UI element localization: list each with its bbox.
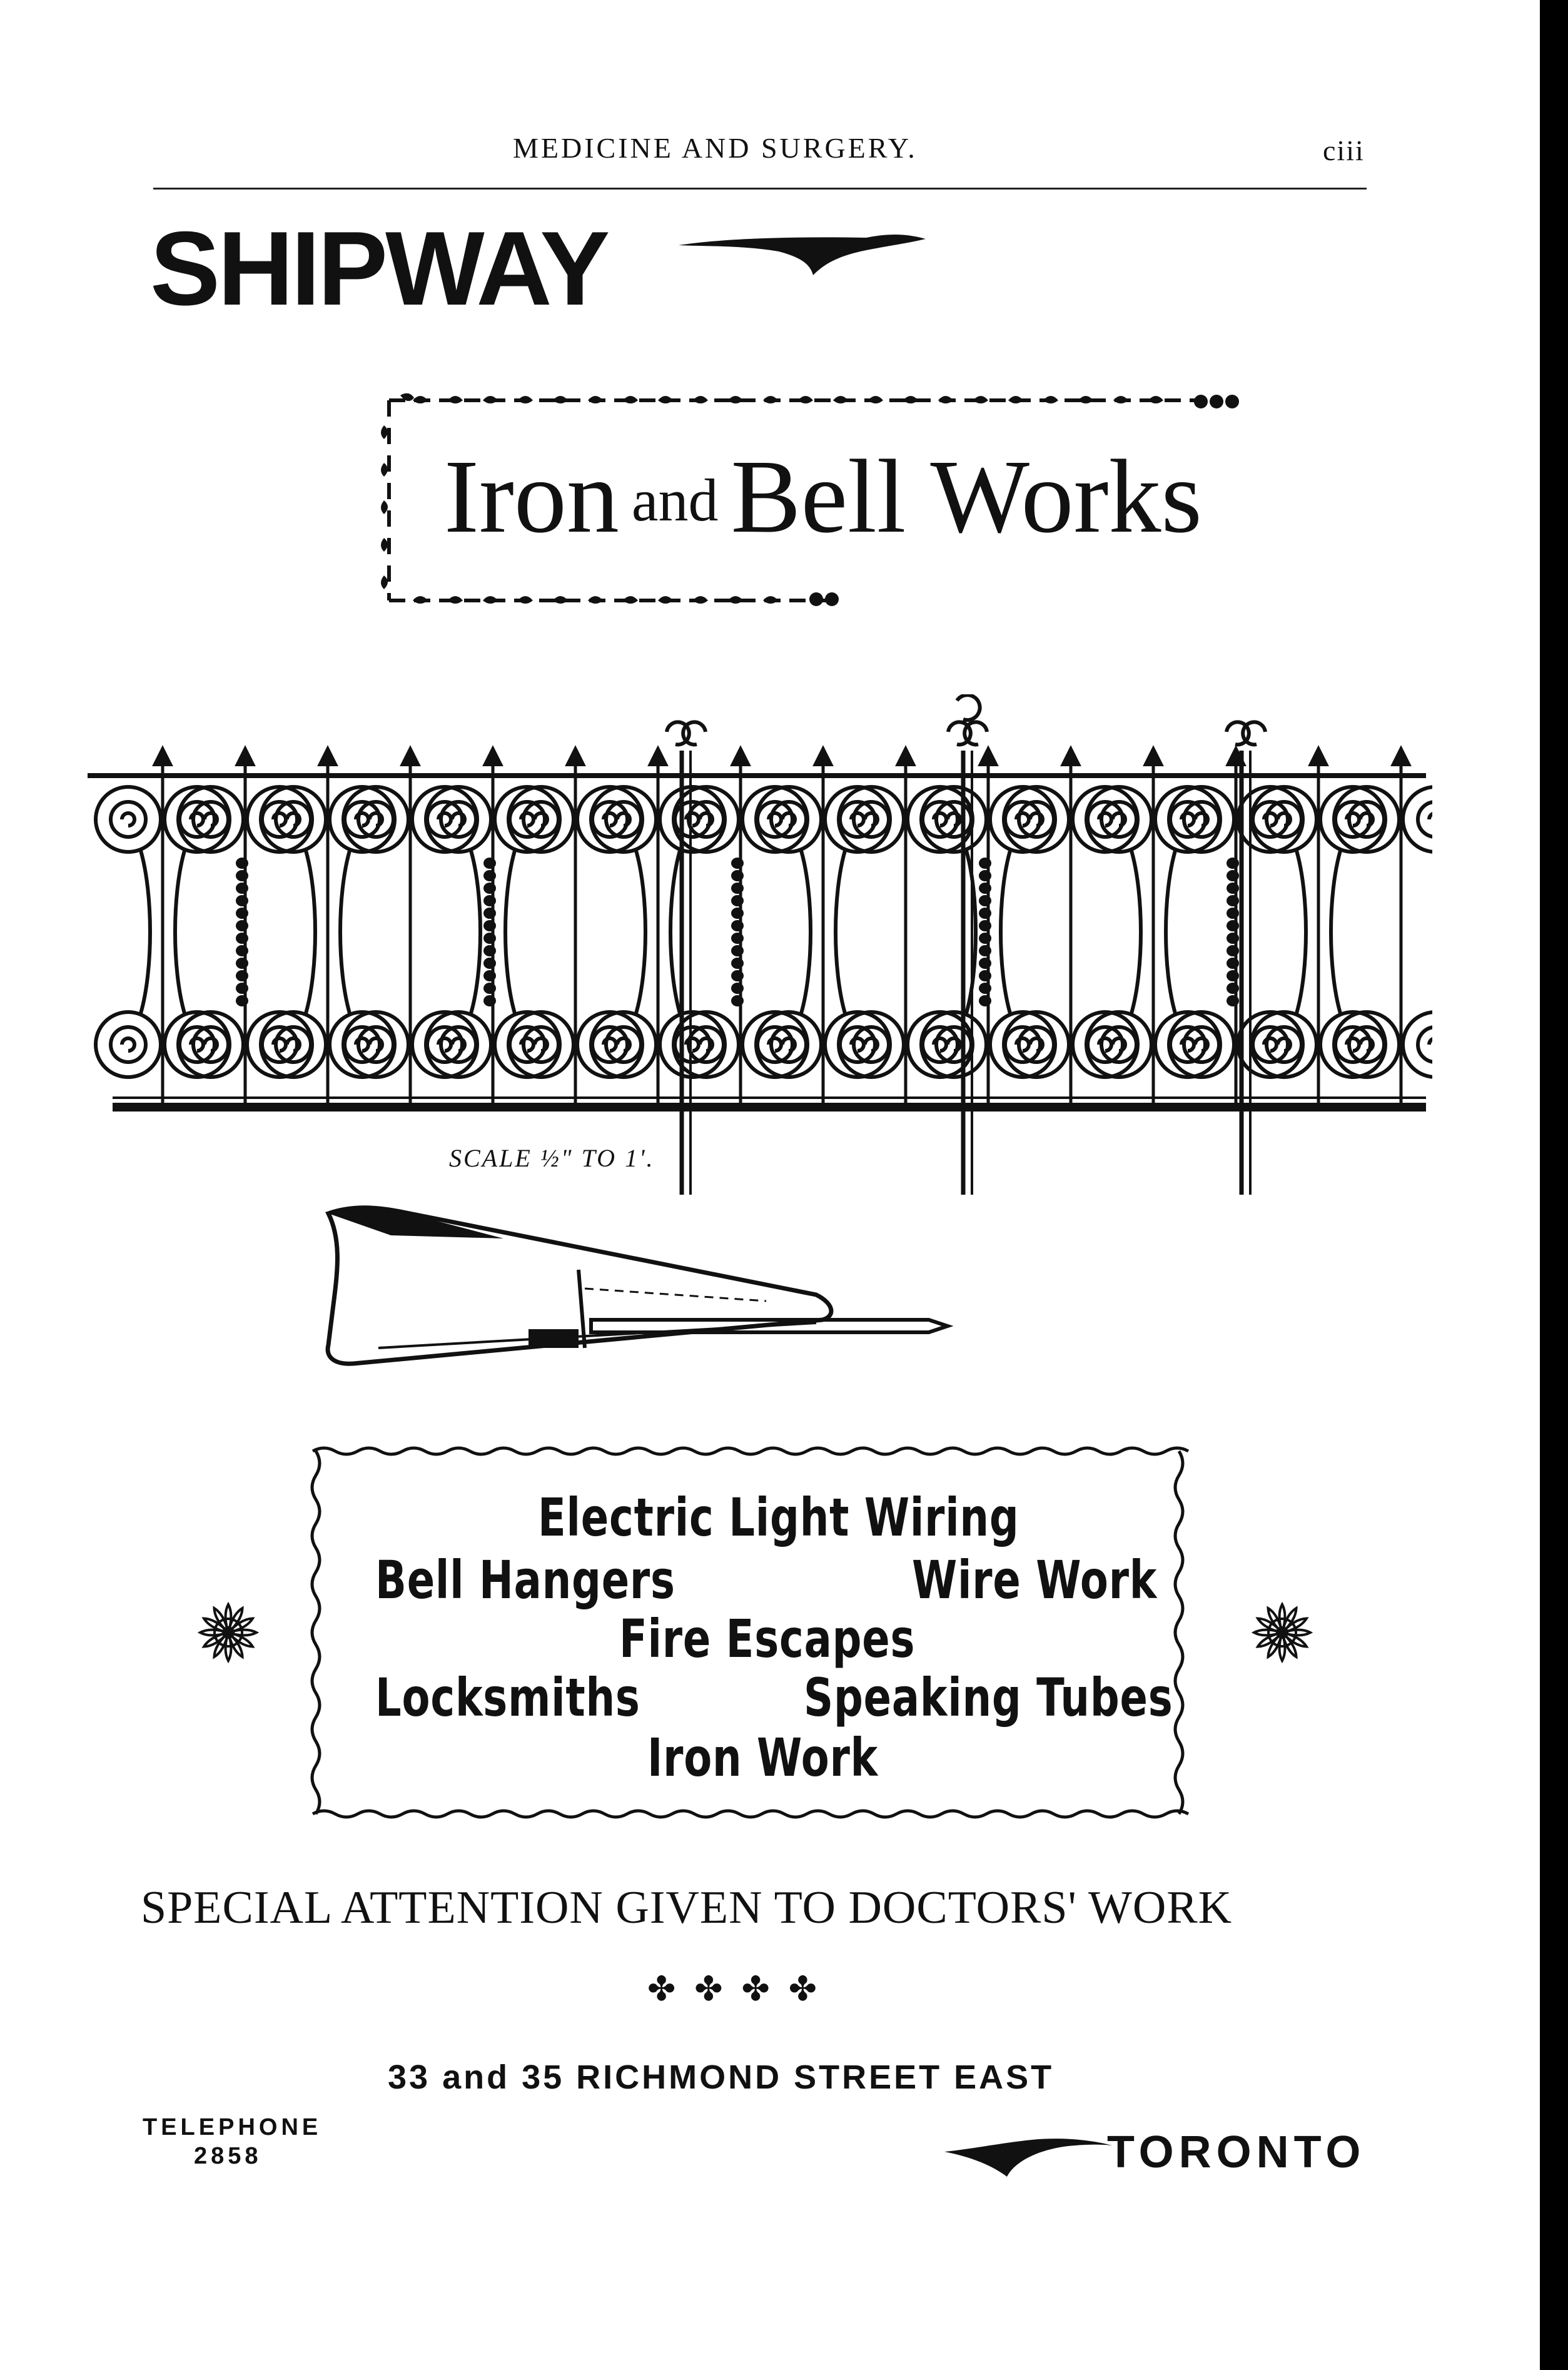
service-electric-light-wiring: Electric Light Wiring (538, 1487, 1019, 1548)
rosette-icon (1251, 1601, 1313, 1664)
scale-label: SCALE ½" TO 1'. (449, 1144, 655, 1172)
scan-edge (1540, 0, 1568, 2370)
rosette-icon (197, 1601, 260, 1664)
service-fire-escapes: Fire Escapes (619, 1608, 916, 1669)
telephone-label: TELEPHONE (143, 2114, 322, 2140)
swoosh-icon (944, 2139, 1112, 2177)
running-title: MEDICINE AND SURGERY. (513, 132, 918, 164)
services-border (310, 1446, 1190, 1819)
works-title-and: and (631, 467, 719, 534)
service-speaking-tubes: Speaking Tubes (804, 1667, 1173, 1728)
service-iron-work: Iron Work (647, 1727, 879, 1788)
swoosh-icon (679, 235, 926, 275)
street-address: 33 and 35 RICHMOND STREET EAST (388, 2059, 1055, 2096)
brand-name: SHIPWAY (150, 210, 610, 327)
spike-fitting-illustration (325, 1205, 954, 1366)
page-number: ciii (1323, 134, 1365, 166)
city-name: TORONTO (1107, 2127, 1366, 2177)
service-locksmiths: Locksmiths (375, 1667, 640, 1728)
iron-railing-illustration (88, 694, 1432, 1195)
dingbat-ornaments: ✤✤✤✤ (647, 1970, 836, 2008)
special-attention-line: SPECIAL ATTENTION GIVEN TO DOCTORS' WORK (141, 1882, 1233, 1933)
telephone-number: 2858 (194, 2143, 262, 2169)
header-rule (153, 188, 1367, 190)
works-title-iron: Iron (444, 438, 619, 555)
service-bell-hangers: Bell Hangers (375, 1549, 675, 1611)
works-title-bell-works: Bell Works (731, 438, 1202, 555)
ornamental-border (381, 393, 1239, 606)
service-wire-work: Wire Work (912, 1549, 1158, 1611)
